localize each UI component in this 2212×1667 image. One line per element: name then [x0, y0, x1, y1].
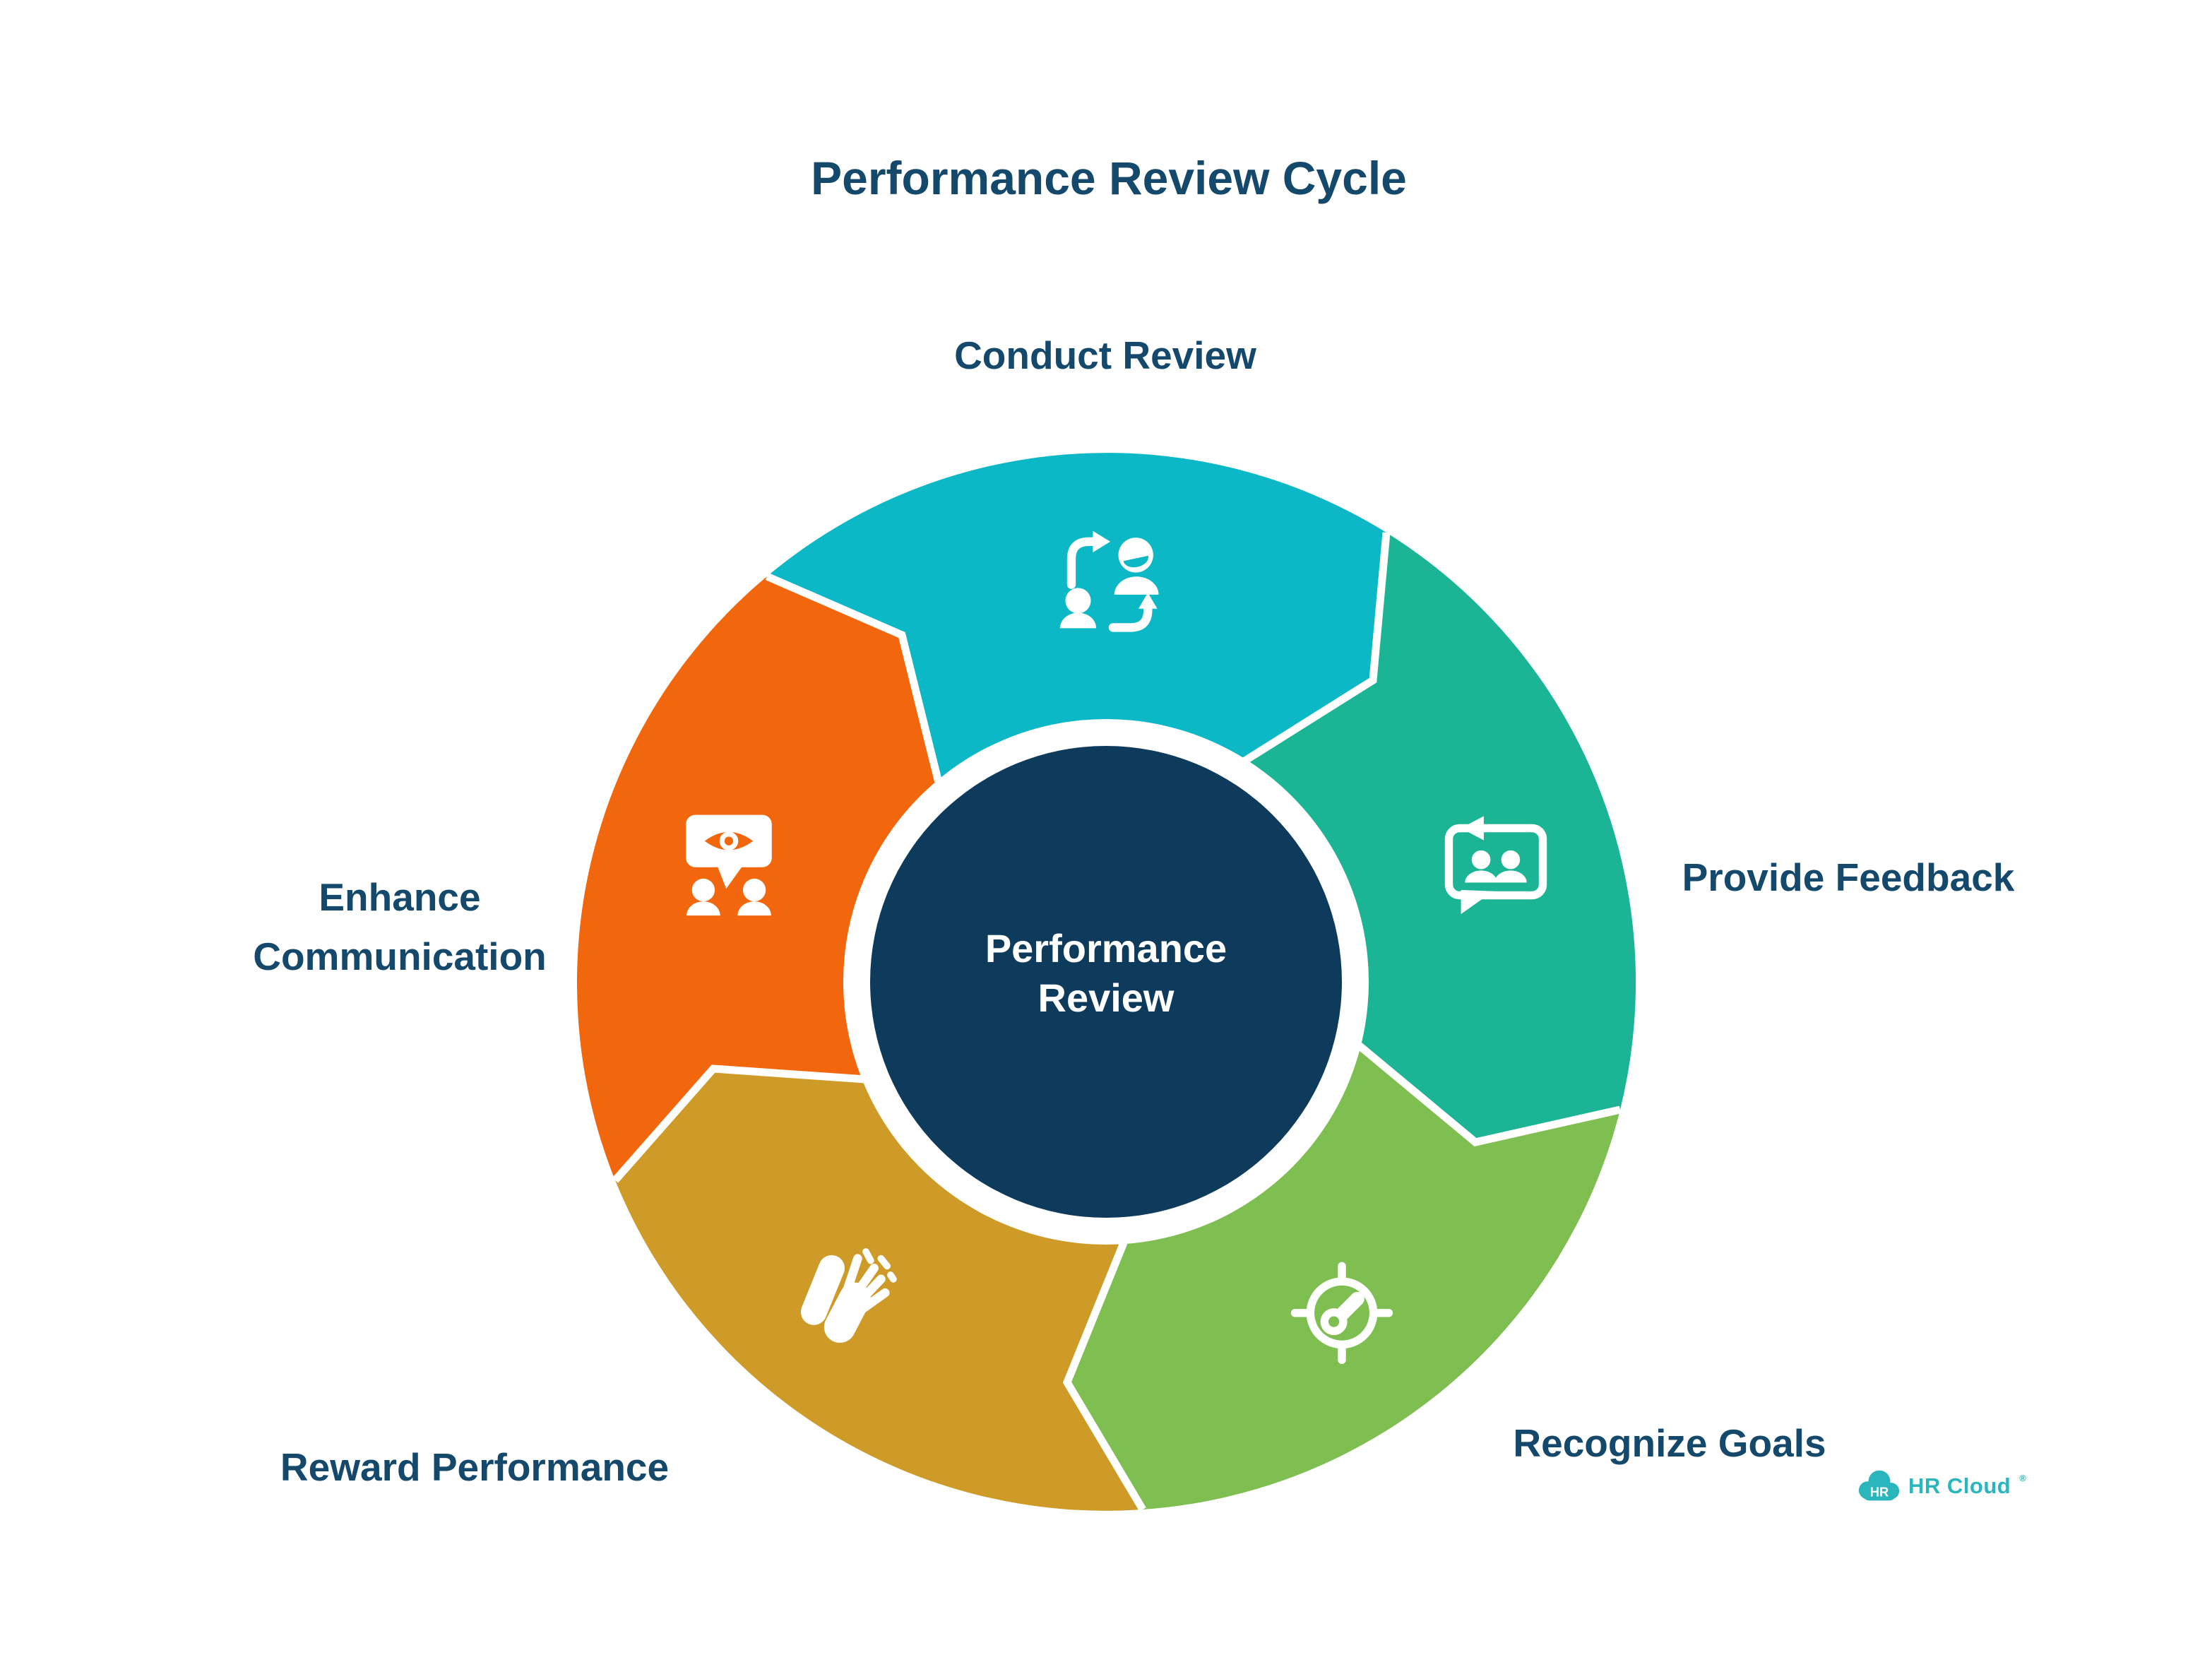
- hr-cloud-logo: HR HR Cloud ®: [1857, 1469, 2026, 1503]
- clap-sparkle: [862, 1248, 874, 1264]
- eye-pupil: [724, 836, 734, 846]
- finger: [856, 1288, 890, 1315]
- segment-divider: [765, 572, 943, 784]
- person-shoulders-small: [1059, 612, 1097, 629]
- gauge-hub-hole: [1328, 1316, 1340, 1327]
- registered-trademark-symbol: ®: [2019, 1472, 2026, 1483]
- finger: [850, 1264, 879, 1300]
- person-shoulders: [1465, 870, 1497, 883]
- person-head: [1471, 850, 1491, 870]
- person-head: [691, 878, 715, 902]
- label-recognize-goals: Recognize Goals: [1513, 1421, 1826, 1465]
- hr-cloud-wordmark: HR Cloud: [1908, 1473, 2011, 1498]
- segment-provide-feedback: [1244, 533, 1636, 1142]
- segment-reward-performance: [615, 1069, 1143, 1511]
- person-head-small: [1065, 588, 1091, 614]
- clap-sparkle: [877, 1254, 891, 1270]
- swap-arrowhead-up: [1138, 593, 1158, 609]
- center-label: Performance Review: [985, 924, 1227, 1023]
- person-head: [742, 878, 766, 902]
- segment-divider: [1242, 532, 1391, 765]
- swap-arrow-down: [1108, 603, 1153, 632]
- reply-arrowhead: [1461, 816, 1484, 841]
- label-reward-performance: Reward Performance: [280, 1445, 670, 1489]
- center-label-line1: Performance: [985, 926, 1227, 971]
- swap-arrow-up: [1066, 537, 1098, 589]
- feedback-bubble-icon: [1444, 816, 1547, 915]
- person-shoulders: [737, 901, 771, 916]
- presentation-bubble-tail: [716, 864, 744, 889]
- hr-cloud-badge-icon: HR: [1858, 1470, 1900, 1501]
- clapping-hands-icon: [800, 1248, 897, 1343]
- person-head: [1118, 538, 1153, 573]
- hand-front-palm: [823, 1282, 871, 1343]
- label-enhance-communication: Enhance Communication: [253, 875, 547, 978]
- person-shoulders: [686, 901, 720, 916]
- target-gauge-icon: [1290, 1262, 1393, 1365]
- target-ticks: [1290, 1262, 1393, 1365]
- people-swap-icon: [1059, 530, 1159, 632]
- speech-bubble-outline: [1444, 824, 1547, 900]
- segment-divider: [1062, 1239, 1146, 1512]
- label-provide-feedback: Provide Feedback: [1682, 855, 2015, 899]
- speech-bubble-tail: [1461, 889, 1494, 915]
- person-shoulders: [1114, 576, 1159, 595]
- clap-sparkle: [887, 1271, 897, 1283]
- hand-back: [800, 1254, 845, 1325]
- label-conduct-review: Conduct Review: [954, 333, 1256, 377]
- page-title: Performance Review Cycle: [811, 152, 1407, 204]
- cloud-shape: [1858, 1470, 1900, 1501]
- center-circle: [870, 746, 1342, 1218]
- swap-arrowhead-right: [1093, 530, 1111, 552]
- finger: [842, 1254, 862, 1296]
- segment-divider: [1355, 1041, 1622, 1146]
- segment-dividers: [612, 532, 1622, 1512]
- presentation-eye-icon: [686, 814, 772, 916]
- segment-divider: [612, 1064, 866, 1183]
- center-label-line2: Review: [1037, 975, 1175, 1020]
- person-shoulders: [1494, 870, 1527, 883]
- person-head: [1501, 850, 1521, 870]
- cloud-badge-text: HR: [1870, 1485, 1889, 1500]
- finger: [855, 1274, 886, 1307]
- person-smile: [1123, 555, 1149, 568]
